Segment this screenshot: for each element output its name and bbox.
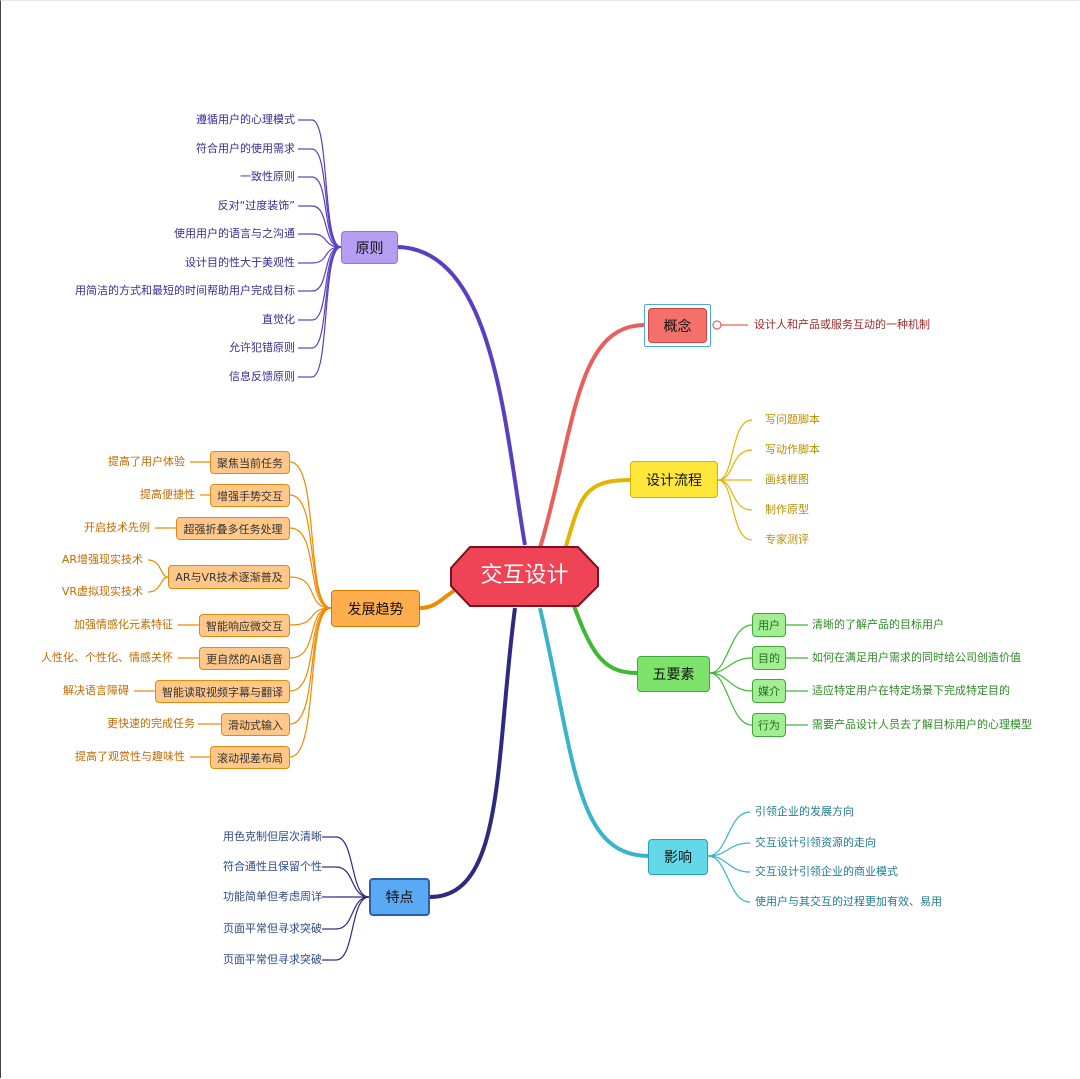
tedian-item[interactable]: 符合通性且保留个性 [223,860,322,873]
qushi-item[interactable]: 智能读取视频字幕与翻译 [155,680,290,703]
yuanze-item[interactable]: 使用用户的语言与之沟通 [174,227,295,240]
yingxiang-item[interactable]: 使用户与其交互的过程更加有效、易用 [755,895,942,908]
qushi-leaf-lines [134,461,332,758]
qushi-item[interactable]: 增强手势交互 [210,484,290,507]
branch-qushi[interactable]: 发展趋势 [331,590,420,627]
qushi-note[interactable]: AR增强现实技术 [61,553,143,566]
qushi-note[interactable]: 解决语言障碍 [63,684,129,697]
qushi-item[interactable]: 超强折叠多任务处理 [176,517,290,540]
branch-line-gainian [538,323,646,549]
yingxiang-leaf-lines [707,811,751,903]
yaosu-key[interactable]: 用户 [752,613,786,637]
tedian-item[interactable]: 页面平常但寻求突破 [223,922,322,935]
branch-line-qushi [419,588,457,610]
yuanze-item[interactable]: 遵循用户的心理模式 [196,113,295,126]
yaosu-key[interactable]: 媒介 [752,679,786,703]
yuanze-leaf-lines [298,119,342,378]
yuanze-item[interactable]: 允许犯错原则 [229,341,295,354]
tedian-leaf-lines [322,836,370,961]
qushi-item[interactable]: 聚焦当前任务 [210,451,290,474]
yuanze-item[interactable]: 直觉化 [262,313,295,326]
qushi-item[interactable]: 滚动视差布局 [210,746,290,769]
branch-line-liucheng [560,478,631,561]
tedian-item[interactable]: 用色克制但层次清晰 [223,830,322,843]
yuanze-item[interactable]: 符合用户的使用需求 [196,142,295,155]
qushi-note[interactable]: 人性化、个性化、情感关怀 [41,651,173,664]
yingxiang-item[interactable]: 引领企业的发展方向 [755,805,854,818]
yaosu-desc[interactable]: 清晰的了解产品的目标用户 [812,618,944,631]
qushi-note[interactable]: VR虚拟现实技术 [61,585,143,598]
branch-line-yuanze [397,245,527,546]
gainian-item[interactable]: 设计人和产品或服务互动的一种机制 [754,318,930,331]
liucheng-item[interactable]: 专家测评 [765,533,809,546]
qushi-note[interactable]: 提高便捷性 [140,488,195,501]
branch-yingxiang[interactable]: 影响 [648,839,708,875]
liucheng-item[interactable]: 写问题脚本 [765,413,820,426]
branch-line-yingxiang [538,607,649,858]
yingxiang-item[interactable]: 交互设计引领资源的走向 [755,836,876,849]
qushi-item[interactable]: 智能响应微交互 [199,614,290,637]
gainian-leaf-lines [712,320,748,330]
tedian-item[interactable]: 功能简单但考虑周详 [223,890,322,903]
liucheng-item[interactable]: 制作原型 [765,503,809,516]
yuanze-item[interactable]: 信息反馈原则 [229,370,295,383]
branch-line-yaosu [566,589,638,675]
yingxiang-item[interactable]: 交互设计引领企业的商业模式 [755,865,898,878]
yaosu-key[interactable]: 目的 [752,646,786,670]
qushi-note[interactable]: 提高了用户体验 [108,455,185,468]
branch-yuanze[interactable]: 原则 [341,231,398,264]
qushi-note[interactable]: 提高了观赏性与趣味性 [75,750,185,763]
qushi-note[interactable]: 加强情感化元素特征 [74,618,173,631]
branch-liucheng[interactable]: 设计流程 [630,461,718,498]
qushi-item[interactable]: 滑动式输入 [221,713,290,736]
qushi-item[interactable]: AR与VR技术逐渐普及 [168,565,290,589]
tedian-item[interactable]: 页面平常但寻求突破 [223,953,322,966]
yaosu-desc[interactable]: 如何在满足用户需求的同时给公司创造价值 [812,651,1021,664]
yaosu-desc[interactable]: 需要产品设计人员去了解目标用户的心理模型 [812,718,1032,731]
yuanze-item[interactable]: 设计目的性大于美观性 [185,256,295,269]
branch-line-tedian [429,607,517,899]
qushi-item[interactable]: 更自然的AI语音 [199,647,290,670]
branch-gainian[interactable]: 概念 [648,308,707,343]
center-topic[interactable]: 交互设计 [480,563,569,588]
yuanze-item[interactable]: 用简洁的方式和最短的时间帮助用户完成目标 [75,284,295,297]
yaosu-leaf-lines [709,624,808,726]
qushi-note[interactable]: 更快速的完成任务 [107,717,195,730]
liucheng-item[interactable]: 写动作脚本 [765,443,820,456]
liucheng-item[interactable]: 画线框图 [765,473,809,486]
qushi-note[interactable]: 开启技术先例 [84,521,150,534]
yuanze-item[interactable]: 一致性原则 [240,170,295,183]
yaosu-key[interactable]: 行为 [752,713,786,737]
yuanze-item[interactable]: 反对“过度装饰” [217,199,295,212]
liucheng-leaf-lines [717,419,753,541]
yaosu-desc[interactable]: 适应特定用户在特定场景下完成特定目的 [812,684,1010,697]
branch-yaosu[interactable]: 五要素 [637,656,710,692]
center-hexagon [450,546,599,607]
branch-tedian[interactable]: 特点 [369,878,430,916]
